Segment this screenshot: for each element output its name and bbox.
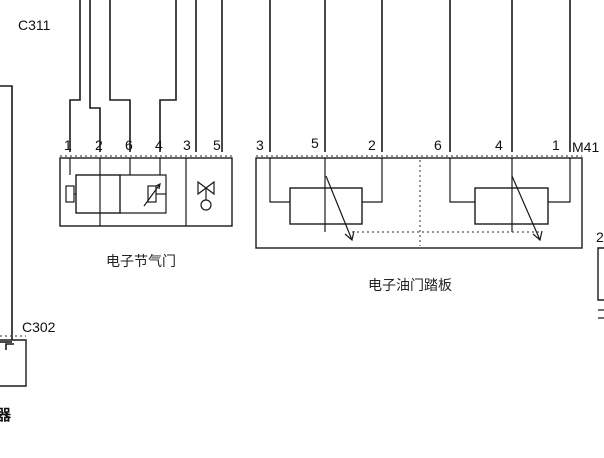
left-partial-label: 器 bbox=[0, 406, 12, 424]
throttle-body bbox=[59, 155, 233, 227]
pedal-pin-6: 6 bbox=[434, 137, 442, 153]
pedal-body bbox=[255, 155, 583, 249]
connector-m41-label: M41 bbox=[572, 139, 599, 155]
pedal-pin-1: 1 bbox=[552, 137, 560, 153]
pedal-pin-3: 3 bbox=[256, 137, 264, 153]
pedal-wires bbox=[269, 0, 571, 152]
throttle-pin-5: 5 bbox=[213, 137, 221, 153]
connector-c311-label: C311 bbox=[18, 17, 51, 33]
right-partial-pin: 2 bbox=[596, 229, 604, 245]
pedal-pin-4: 4 bbox=[495, 137, 503, 153]
throttle-wires bbox=[69, 0, 223, 152]
left-vertical-wire bbox=[0, 85, 13, 340]
connector-c302-label: C302 bbox=[22, 319, 56, 335]
left-inner-mark bbox=[5, 343, 14, 350]
pedal-pin-2: 2 bbox=[368, 137, 376, 153]
throttle-pin-2: 2 bbox=[95, 137, 103, 153]
throttle-pin-1: 1 bbox=[64, 137, 72, 153]
pedal-label: 电子油门踏板 bbox=[368, 278, 452, 294]
pedal-pin-5: 5 bbox=[311, 135, 319, 151]
right-module-partial: 2 bbox=[596, 229, 604, 319]
left-partial-box bbox=[0, 339, 27, 387]
throttle-pin-6: 6 bbox=[125, 137, 133, 153]
throttle-label: 电子节气门 bbox=[106, 254, 176, 270]
throttle-pin-4: 4 bbox=[155, 137, 163, 153]
left-module-partial: 器 bbox=[0, 85, 27, 424]
throttle-pin-3: 3 bbox=[183, 137, 191, 153]
